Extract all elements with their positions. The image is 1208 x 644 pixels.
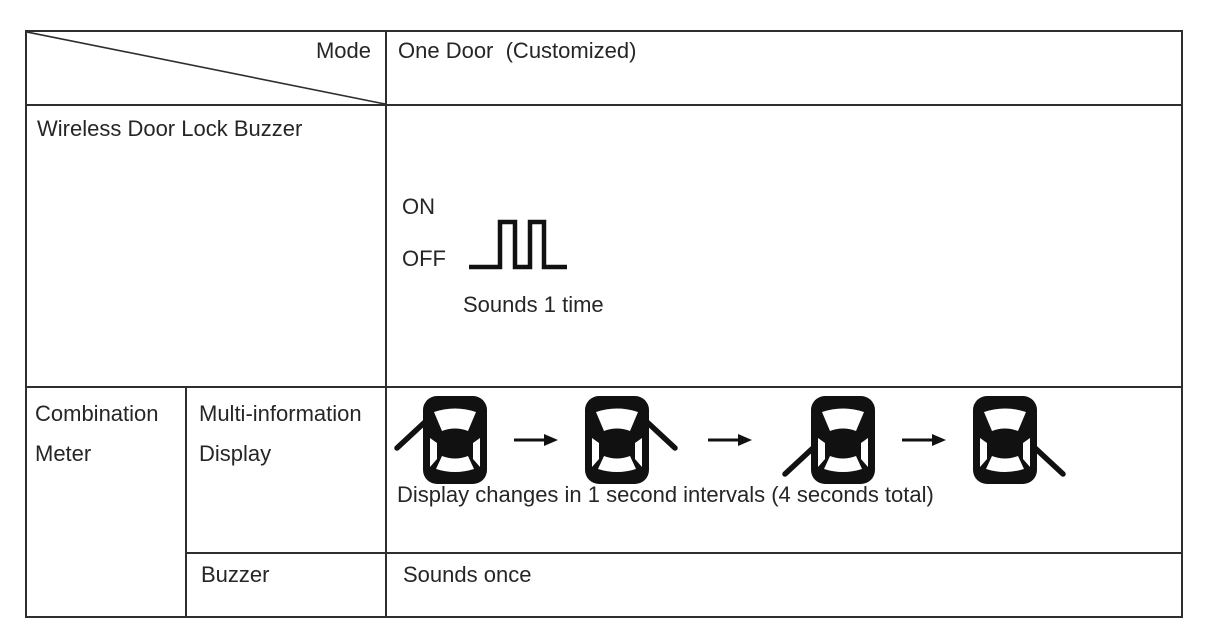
buzzer-sound-caption: Sounds 1 time: [463, 292, 604, 317]
car-front-right-door-open-icon: [585, 396, 678, 484]
buzzer-row-label: Buzzer: [185, 554, 385, 616]
display-sequence-caption: Display changes in 1 second intervals (4…: [397, 482, 934, 507]
mode-behavior-table: Mode One Door (Customized) Wireless Door…: [25, 30, 1183, 618]
square-wave-icon: [469, 219, 567, 270]
buzzer-row-value: Sounds once: [385, 554, 1181, 616]
diagonal-divider-icon: [27, 32, 385, 104]
corner-header-cell: Mode: [27, 32, 385, 106]
buzzer-signal-cell: ON OFF Sounds 1 time: [385, 106, 1181, 388]
combination-meter-label: Combination Meter: [27, 388, 185, 616]
wireless-door-lock-buzzer-label: Wireless Door Lock Buzzer: [27, 106, 385, 388]
car-front-left-door-open-icon: [394, 396, 487, 484]
signal-off-label: OFF: [402, 246, 446, 271]
mode-value-cell: One Door (Customized): [385, 32, 1181, 106]
multi-info-label-line1: Multi-information: [199, 401, 362, 426]
mode-header-label: Mode: [315, 38, 371, 63]
combination-meter-label-line2: Meter: [35, 441, 92, 466]
signal-on-label: ON: [402, 194, 435, 219]
multi-info-label-line2: Display: [199, 441, 272, 466]
multi-information-display-label: Multi-information Display: [185, 388, 385, 554]
door-open-sequence-cell: Display changes in 1 second intervals (4…: [385, 388, 1181, 554]
car-rear-left-door-open-icon: [782, 396, 875, 484]
combination-meter-label-line1: Combination: [35, 401, 159, 426]
door-open-sequence: [391, 396, 1069, 484]
arrow-right-icon: [902, 434, 946, 446]
arrow-right-icon: [708, 434, 752, 446]
car-rear-right-door-open-icon: [973, 396, 1066, 484]
arrow-right-icon: [514, 434, 558, 446]
